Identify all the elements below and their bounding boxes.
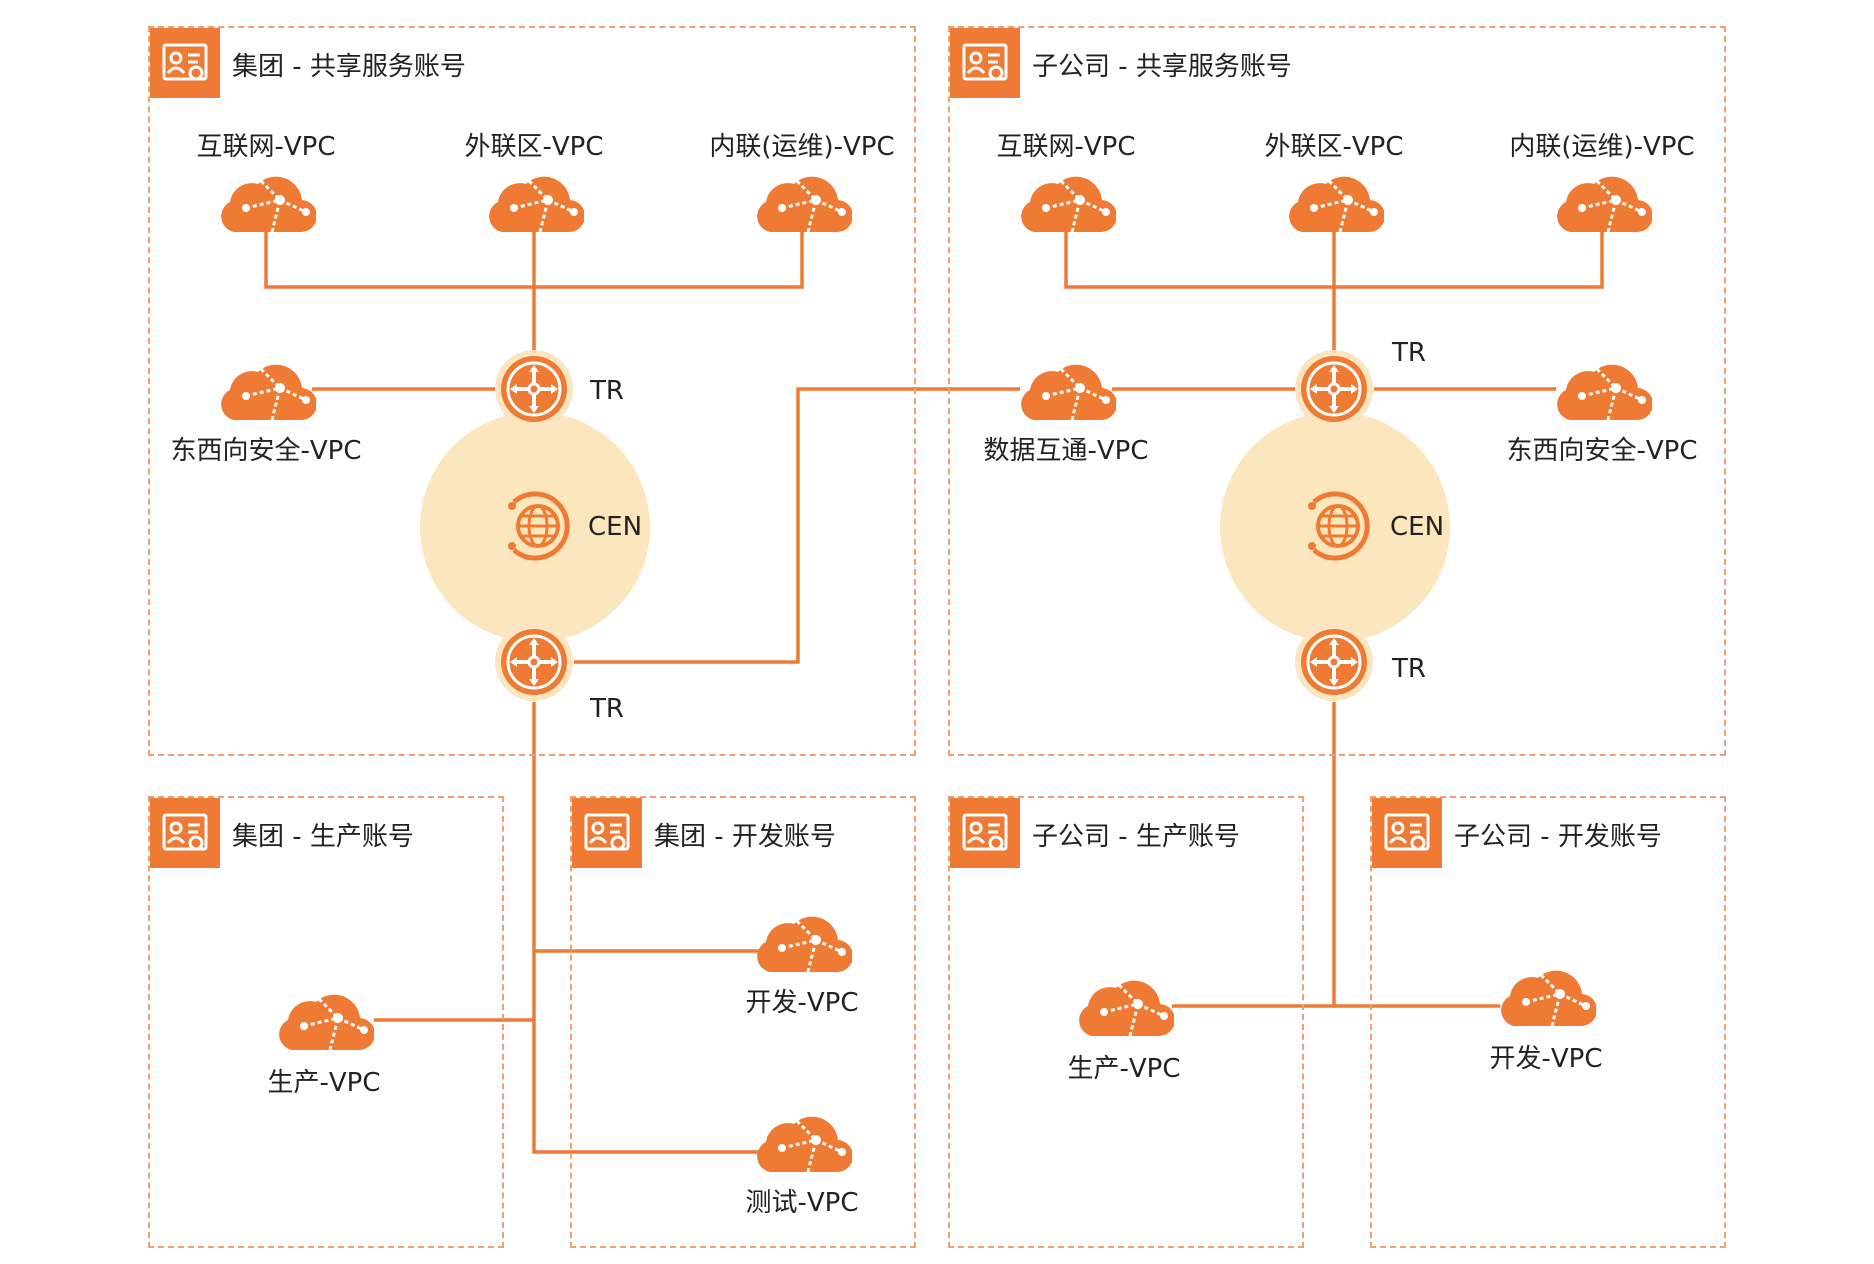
cloud-vpc-icon <box>1016 166 1118 238</box>
account-gear-icon <box>150 798 220 868</box>
cloud-vpc-icon <box>1552 166 1654 238</box>
vpc-label: 互联网-VPC <box>996 132 1136 162</box>
transit-router-icon <box>1294 622 1374 706</box>
account-gear-icon <box>1372 798 1442 868</box>
transit-router-icon <box>494 349 574 433</box>
cloud-vpc-icon <box>1552 354 1654 426</box>
cloud-vpc-icon <box>752 906 854 978</box>
router-label: TR <box>590 694 624 724</box>
account-title: 子公司 - 生产账号 <box>1032 822 1240 852</box>
globe-cen-icon <box>1294 484 1378 572</box>
cloud-vpc-icon <box>274 984 376 1056</box>
cen-label: CEN <box>588 512 643 542</box>
account-title: 集团 - 开发账号 <box>654 822 836 852</box>
vpc-label: 内联(运维)-VPC <box>1509 132 1695 162</box>
globe-cen-icon <box>494 484 578 572</box>
cloud-vpc-icon <box>1496 960 1598 1032</box>
account-title: 集团 - 生产账号 <box>232 822 414 852</box>
vpc-label: 生产-VPC <box>267 1068 381 1098</box>
cloud-vpc-icon <box>752 166 854 238</box>
transit-router-icon <box>494 622 574 706</box>
vpc-label: 生产-VPC <box>1067 1054 1181 1084</box>
account-sub-shared: 子公司 - 共享服务账号 <box>948 26 1726 756</box>
account-title: 子公司 - 开发账号 <box>1454 822 1662 852</box>
cloud-vpc-icon <box>216 166 318 238</box>
vpc-label: 数据互通-VPC <box>983 436 1149 466</box>
vpc-label: 外联区-VPC <box>464 132 604 162</box>
vpc-label: 测试-VPC <box>745 1188 859 1218</box>
link-group-tr-datalink <box>574 387 1020 664</box>
vpc-label: 东西向安全-VPC <box>170 436 362 466</box>
cloud-vpc-icon <box>484 166 586 238</box>
router-label: TR <box>590 376 624 406</box>
link-group-tr-down <box>532 702 764 1154</box>
router-label: TR <box>1392 654 1426 684</box>
account-title: 集团 - 共享服务账号 <box>232 52 466 82</box>
cloud-vpc-icon <box>216 354 318 426</box>
vpc-label: 开发-VPC <box>1489 1044 1603 1074</box>
vpc-label: 东西向安全-VPC <box>1506 436 1698 466</box>
cloud-vpc-icon <box>1284 166 1386 238</box>
account-gear-icon <box>950 798 1020 868</box>
account-group-dev: 集团 - 开发账号 <box>570 796 916 1248</box>
account-title: 子公司 - 共享服务账号 <box>1032 52 1292 82</box>
cloud-vpc-icon <box>1016 354 1118 426</box>
account-group-shared: 集团 - 共享服务账号 <box>148 26 916 756</box>
account-group-prod: 集团 - 生产账号 <box>148 796 504 1248</box>
account-gear-icon <box>572 798 642 868</box>
vpc-label: 开发-VPC <box>745 988 859 1018</box>
cloud-vpc-icon <box>1074 970 1176 1042</box>
account-gear-icon <box>950 28 1020 98</box>
vpc-label: 外联区-VPC <box>1264 132 1404 162</box>
cen-label: CEN <box>1390 512 1445 542</box>
account-sub-dev: 子公司 - 开发账号 <box>1370 796 1726 1248</box>
cloud-vpc-icon <box>752 1106 854 1178</box>
router-label: TR <box>1392 338 1426 368</box>
transit-router-icon <box>1294 349 1374 433</box>
vpc-label: 互联网-VPC <box>196 132 336 162</box>
vpc-label: 内联(运维)-VPC <box>709 132 895 162</box>
account-gear-icon <box>150 28 220 98</box>
account-sub-prod: 子公司 - 生产账号 <box>948 796 1304 1248</box>
